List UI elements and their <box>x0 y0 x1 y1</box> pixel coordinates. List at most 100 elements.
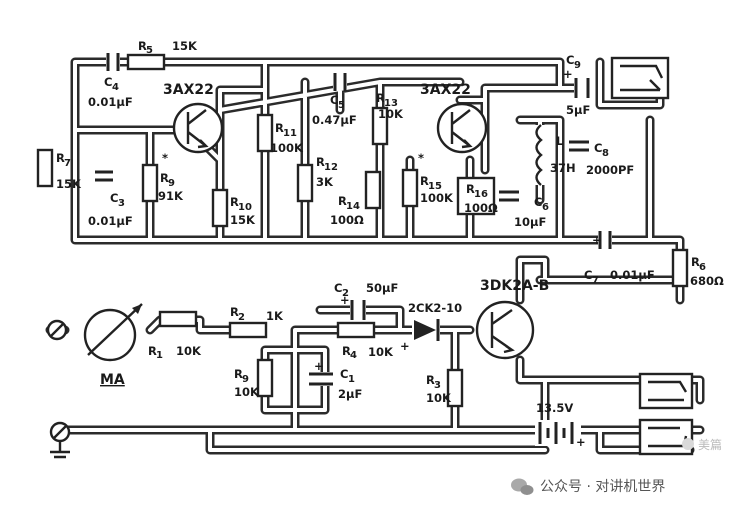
battery-plus: + <box>576 435 586 449</box>
r14-sub: 14 <box>346 201 360 212</box>
c9-value: 5μF <box>566 103 590 117</box>
diode-plus: + <box>400 339 410 353</box>
c4-sub: 4 <box>112 82 119 93</box>
capacitor-c3 <box>95 170 113 182</box>
r9b-sub: 9 <box>242 374 249 385</box>
c5-value: 0.47μF <box>312 113 357 127</box>
c3-label: C <box>110 191 118 205</box>
c8-sub: 8 <box>602 148 609 159</box>
output-jack-lower-icon <box>638 418 694 456</box>
inductor-value: 37H <box>550 161 576 175</box>
r10-sub: 10 <box>238 202 252 213</box>
c8-label: C <box>594 141 602 155</box>
c9-plus: + <box>563 67 573 81</box>
r12-label: R <box>316 155 325 169</box>
c2-sub: 2 <box>342 288 349 299</box>
watermark-logo: 美篇 <box>682 437 722 452</box>
c1-label: C <box>340 367 348 381</box>
r9a-label: R <box>160 171 169 185</box>
resistor-r13 <box>371 106 389 146</box>
r1-label: R <box>148 344 157 358</box>
resistor-r3 <box>446 368 464 408</box>
r4-label: R <box>342 344 351 358</box>
inductor-label: L <box>556 134 564 148</box>
c2-value: 50μF <box>366 281 398 295</box>
r10-value: 15K <box>230 213 256 227</box>
r16-value: 100Ω <box>464 201 498 215</box>
star-marker-2: * <box>418 151 424 165</box>
r7-label: R <box>56 151 65 165</box>
r2-sub: 2 <box>238 312 245 323</box>
c6-sub: 6 <box>542 202 549 213</box>
resistor-r15 <box>401 168 419 208</box>
capacitor-c1 <box>309 372 333 386</box>
c3-sub: 3 <box>118 198 125 209</box>
c4-value: 0.01μF <box>88 95 133 109</box>
c2-label: C <box>334 281 342 295</box>
resistor-r9b <box>256 358 274 398</box>
capacitor-c6 <box>499 190 519 202</box>
diode-value: 2CK2-10 <box>408 301 462 315</box>
wechat-icon <box>511 478 534 495</box>
c3-value: 0.01μF <box>88 214 133 228</box>
r11-value: 100K <box>270 141 304 155</box>
transistor-q2-label: 3AX22 <box>420 82 471 98</box>
resistor-r2 <box>228 321 268 339</box>
r9a-sub: 9 <box>168 178 175 189</box>
c5-sub: 5 <box>338 100 345 111</box>
c1-value: 2μF <box>338 387 362 401</box>
capacitor-c7 <box>598 231 612 249</box>
r16-sub: 16 <box>474 189 488 200</box>
r4-value: 10K <box>368 345 394 359</box>
c8-value: 2000PF <box>586 163 634 177</box>
resistor-r7 <box>36 148 54 188</box>
r14-value: 100Ω <box>330 213 364 227</box>
resistor-r5 <box>126 53 166 71</box>
diode-d1 <box>412 319 440 341</box>
c7-plus: + <box>592 233 602 247</box>
r6-sub: 6 <box>699 262 706 273</box>
r9b-value: 10K <box>234 385 260 399</box>
r6-value: 680Ω <box>690 274 724 288</box>
r13-label: R <box>376 91 385 105</box>
ma-meter-icon <box>83 303 143 362</box>
r3-sub: 3 <box>434 380 441 391</box>
star-marker-1: * <box>162 151 168 165</box>
transistor-q1 <box>172 102 224 154</box>
c7-sub: 7 <box>592 275 599 286</box>
c6-value: 10μF <box>514 215 546 229</box>
r4-sub: 4 <box>350 350 357 361</box>
r13-sub: 13 <box>384 98 398 109</box>
resistor-r12 <box>296 163 314 203</box>
watermark-source: 公众号 · 对讲机世界 <box>540 479 665 495</box>
transistor-q1-label: 3AX22 <box>163 82 214 98</box>
r12-value: 3K <box>316 175 334 189</box>
battery <box>535 420 581 446</box>
r5-sub: 5 <box>146 45 153 56</box>
r6-label: R <box>691 255 700 269</box>
r11-sub: 11 <box>283 128 297 139</box>
resistor-r16 <box>456 176 496 216</box>
c9-label: C <box>566 53 574 67</box>
terminal-left-top-icon <box>46 319 68 341</box>
r10-label: R <box>230 195 239 209</box>
r2-value: 1K <box>266 309 284 323</box>
r7-value: 15K <box>56 177 82 191</box>
r2-label: R <box>230 305 239 319</box>
c7-value: 0.01μF <box>610 268 655 282</box>
r15-value: 100K <box>420 191 454 205</box>
r13-value: 10K <box>378 107 404 121</box>
r1-sub: 1 <box>156 350 163 361</box>
output-jack-bottom-icon <box>638 372 694 410</box>
capacitor-c2 <box>350 300 366 320</box>
r1-value: 10K <box>176 344 202 358</box>
resistor-r10 <box>211 188 229 228</box>
resistor-r14 <box>364 170 382 210</box>
transistor-q2 <box>436 102 488 154</box>
inductor-l <box>532 124 550 186</box>
resistor-r1 <box>158 310 198 328</box>
r5-value: 15K <box>172 39 198 53</box>
r15-sub: 15 <box>428 181 442 192</box>
capacitor-c4 <box>106 53 120 71</box>
